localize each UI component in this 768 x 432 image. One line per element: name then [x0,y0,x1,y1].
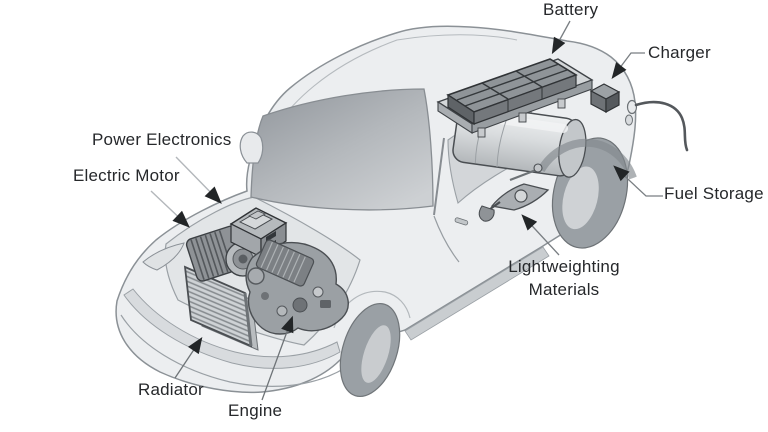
suspension-component [478,163,550,222]
charger-leader [611,52,645,79]
door-seam [433,215,460,263]
fuel-storage-leader [613,165,663,197]
battery-cell-grid [456,63,568,107]
engine-block [245,239,349,335]
battery-label: Battery [543,0,599,19]
power-electronics-label: Power Electronics [92,130,232,149]
charging-cable [634,100,689,152]
engine-label: Engine [228,401,283,420]
charge-port [625,99,638,126]
rear-fender-arch [537,138,637,180]
side-mirror [239,131,264,164]
electric-motor-label: Electric Motor [73,166,180,185]
power-electronics-leader [175,156,222,204]
lightweighting-leader [521,214,560,256]
lightweighting-materials-label: Lightweighting Materials [508,257,620,299]
charger-label: Charger [648,43,711,62]
battery-pack [436,58,594,138]
radiator-label: Radiator [138,380,204,399]
electric-motor-leader [150,190,190,228]
radiator-panel [183,265,259,351]
engine-leader [261,315,294,401]
fuel-storage-label: Fuel Storage [664,184,764,203]
b-pillar [433,137,445,216]
charger-unit [589,83,621,114]
radiator-leader [174,336,203,379]
leader-lines [150,20,663,401]
door-handle [454,217,469,226]
battery-leader [551,20,571,55]
